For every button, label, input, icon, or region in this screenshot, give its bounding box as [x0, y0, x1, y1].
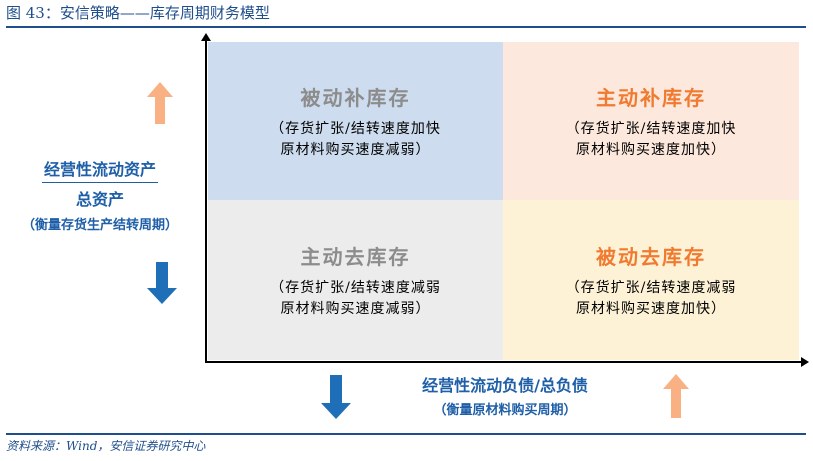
quadrant-desc-line2: 原材料购买速度减弱）: [280, 300, 431, 317]
quadrant-active-restock: 主动补库存 （存货扩张/结转速度加快 原材料购买速度加快）: [503, 42, 799, 200]
footer-rule: [6, 433, 806, 435]
quadrant-desc-line1: （存货扩张/结转速度减弱: [565, 279, 737, 296]
quadrant-desc-line1: （存货扩张/结转速度加快: [565, 120, 737, 137]
y-axis-arrowhead: [201, 33, 211, 41]
quadrant-passive-restock: 被动补库存 （存货扩张/结转速度加快 原材料购买速度减弱）: [208, 42, 503, 200]
y-axis-label: 经营性流动资产 总资产 （衡量存货生产结转周期）: [0, 156, 200, 233]
quadrant-desc-line2: 原材料购买速度加快）: [576, 300, 726, 317]
arrow-down-icon: [147, 262, 177, 304]
x-axis-note: （衡量原材料购买周期）: [433, 403, 577, 418]
x-axis-line: [205, 361, 805, 363]
y-axis-numerator: 经营性流动资产: [41, 156, 158, 183]
arrow-down-icon: [321, 375, 351, 419]
x-axis-main: 经营性流动负债/总负债: [422, 376, 588, 395]
title-rule: [6, 26, 806, 28]
quadrant-title: 被动补库存: [300, 85, 411, 110]
y-axis-line: [205, 36, 207, 363]
quadrant-title: 主动去库存: [300, 244, 411, 269]
arrow-up-icon: [147, 82, 173, 124]
x-axis-arrowhead: [801, 357, 809, 367]
quadrant-desc-line1: （存货扩张/结转速度减弱: [270, 279, 441, 296]
arrow-up-icon: [663, 374, 689, 418]
y-axis-note: （衡量存货生产结转周期）: [21, 218, 178, 233]
figure-title: 图 43：安信策略——库存周期财务模型: [6, 4, 270, 22]
x-axis-label: 经营性流动负债/总负债 （衡量原材料购买周期）: [355, 372, 655, 418]
quadrant-title: 主动补库存: [596, 85, 706, 110]
quadrant-desc-line2: 原材料购买速度减弱）: [280, 141, 431, 158]
quadrant-active-destock: 主动去库存 （存货扩张/结转速度减弱 原材料购买速度减弱）: [208, 200, 503, 360]
quadrant-title: 被动去库存: [596, 244, 706, 269]
quadrant-desc-line1: （存货扩张/结转速度加快: [270, 120, 441, 137]
y-axis-denominator: 总资产: [75, 190, 124, 209]
quadrant-desc-line2: 原材料购买速度加快）: [576, 141, 726, 158]
source-note: 资料来源：Wind，安信证券研究中心: [6, 439, 206, 453]
quadrant-passive-destock: 被动去库存 （存货扩张/结转速度减弱 原材料购买速度加快）: [503, 200, 799, 360]
